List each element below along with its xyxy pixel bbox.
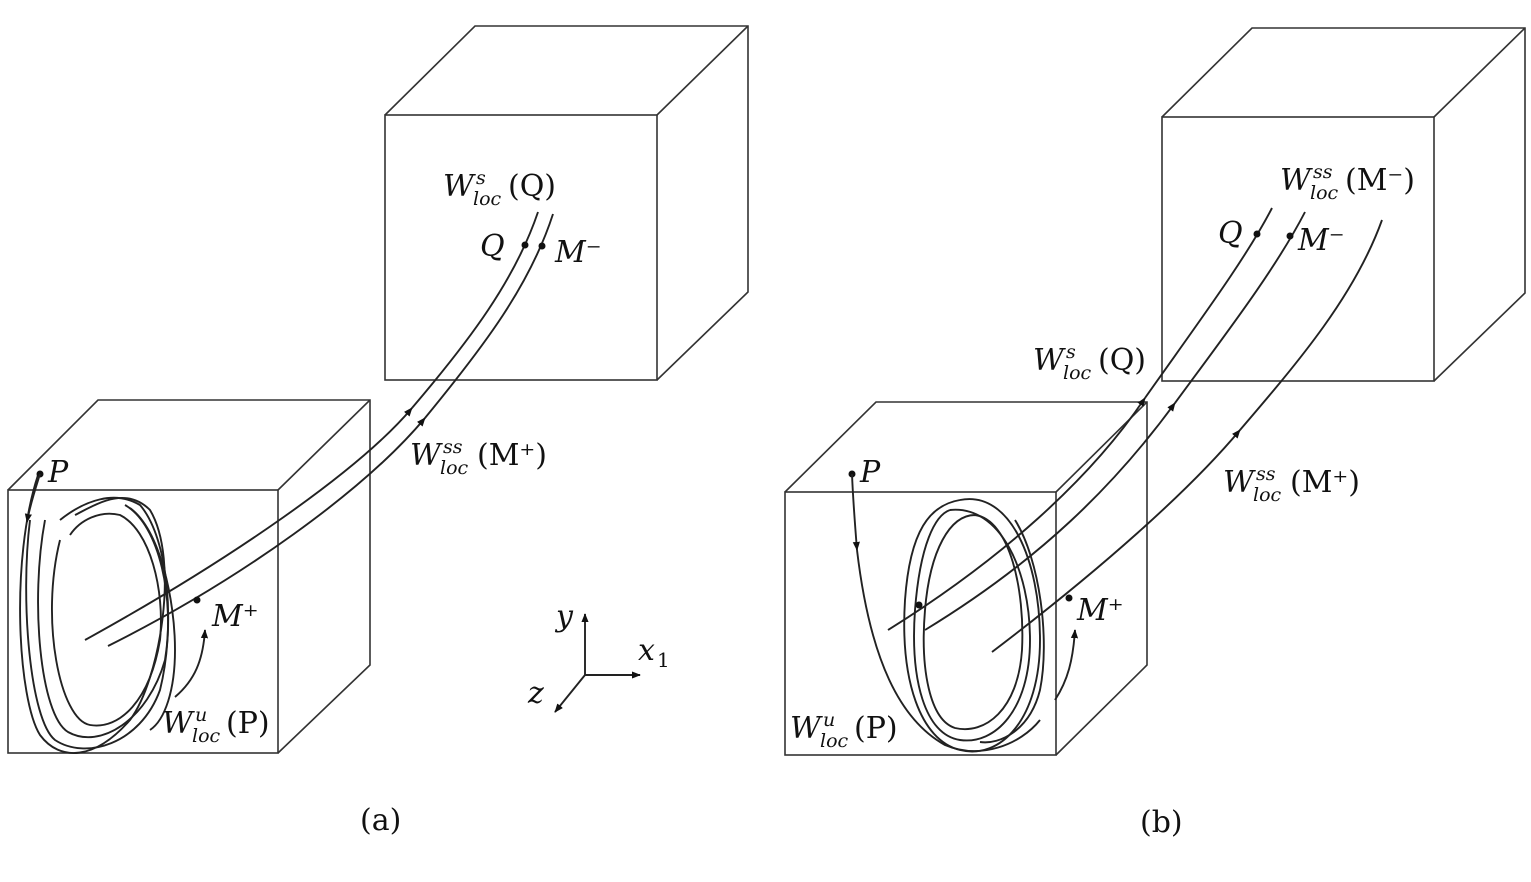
svg-text:W: W [790,711,823,746]
svg-text:(M⁻): (M⁻) [1345,163,1415,198]
svg-text:ss: ss [1256,463,1276,485]
label-mplus-b: M⁺ [1076,593,1124,628]
point-mplus-b [1065,594,1073,602]
svg-text:u: u [195,704,207,726]
svg-text:s: s [476,167,486,189]
label-mplus-a: M⁺ [211,599,259,634]
intersection-point-b [915,601,923,609]
svg-text:loc: loc [1310,182,1339,204]
label-wss-mplus-b: W ss loc (M⁺) [1223,463,1360,506]
svg-text:W: W [1033,343,1066,378]
point-q-a [521,241,529,249]
svg-text:(P): (P) [226,706,270,741]
unstable-loops-a [19,474,176,754]
svg-text:(M⁺): (M⁺) [477,438,547,473]
label-mminus-a: M⁻ [554,235,602,270]
mplus-arrow-b [1054,629,1079,701]
unstable-loops-b [903,498,1045,753]
svg-text:W: W [1223,465,1256,500]
wss-mminus-curve-b-lower [924,402,1176,631]
svg-text:W: W [1280,163,1313,198]
ws-q-curve-b-upper [1144,207,1273,399]
axis-y-label: y [554,599,574,634]
wss-mplus-curve-a-upper [424,213,554,419]
svg-text:W: W [162,706,195,741]
p-curve-b [856,549,1041,752]
point-mminus-a [538,242,546,250]
svg-text:W: W [410,438,443,473]
cube-b-lower [784,401,1148,756]
svg-text:(Q): (Q) [508,169,556,204]
label-wss-mminus-b: W ss loc (M⁻) [1280,161,1415,204]
axis-x-label: x [638,633,655,668]
ws-q-curve-b-lower [887,397,1146,631]
axis-z-label: z [527,676,544,711]
cube-b-upper [1161,27,1526,382]
svg-text:ss: ss [1313,161,1333,183]
label-p-a: P [47,455,69,490]
svg-text:loc: loc [473,188,502,210]
svg-text:(Q): (Q) [1098,343,1146,378]
axes-indicator: y x 1 z [527,599,670,713]
svg-text:loc: loc [1253,484,1282,506]
svg-text:(P): (P) [854,711,898,746]
label-wu-p-b: W u loc (P) [790,709,898,752]
svg-text:loc: loc [820,730,849,752]
label-wss-mplus-a: W ss loc (M⁺) [410,436,547,479]
wss-mplus-curve-a-lower [107,417,426,647]
label-ws-q-a: W s loc (Q) [443,167,556,210]
p-arrow-b [851,473,860,551]
wss-mplus-curve-b-lower [991,429,1241,653]
mplus-arrow-a [174,629,209,698]
label-wu-p-a: W u loc (P) [162,704,270,747]
ws-q-curve-a-lower [84,407,413,641]
svg-text:(M⁺): (M⁺) [1290,465,1360,500]
axis-x-subscript: 1 [657,648,670,672]
point-q-b [1253,230,1261,238]
cube-a-upper [384,25,749,381]
label-p-b: P [859,455,881,490]
label-q-b: Q [1218,216,1243,251]
cube-a-lower [7,399,371,754]
label-mminus-b: M⁻ [1297,223,1345,258]
svg-text:loc: loc [1063,362,1092,384]
point-mminus-b [1286,232,1294,240]
wss-mplus-curve-b-upper [1239,219,1383,431]
ws-q-curve-a-upper [411,211,539,409]
svg-text:s: s [1066,341,1076,363]
point-mplus-a [193,596,201,604]
panel-a: P Q M⁻ M⁺ W s loc (Q) W ss loc (M⁺) W u … [7,25,749,838]
panel-b: P Q M⁻ M⁺ W ss loc (M⁻) W s loc (Q) W ss… [784,27,1526,840]
svg-text:W: W [443,169,476,204]
caption-a: (a) [360,803,401,838]
label-ws-q-b: W s loc (Q) [1033,341,1146,384]
svg-text:loc: loc [192,725,221,747]
svg-text:loc: loc [440,457,469,479]
p-arrow-a [24,473,41,523]
label-q-a: Q [480,229,505,264]
svg-text:u: u [823,709,835,731]
svg-text:ss: ss [443,436,463,458]
caption-b: (b) [1140,805,1183,840]
